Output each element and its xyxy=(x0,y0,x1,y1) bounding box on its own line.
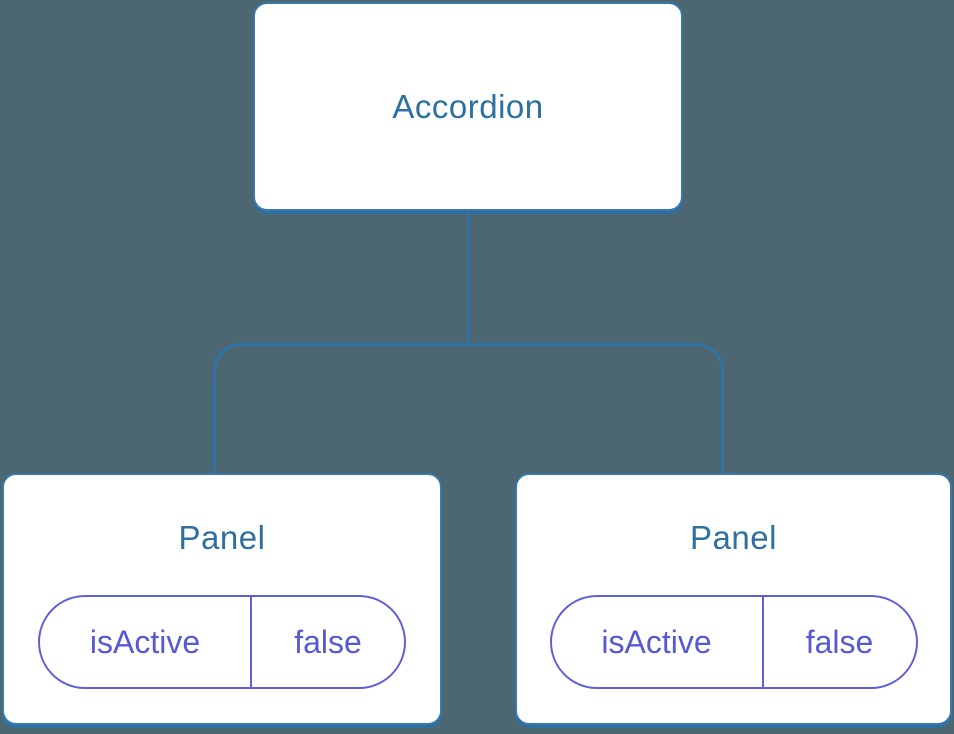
component-label: Accordion xyxy=(392,87,544,125)
tree-connector-bracket xyxy=(213,343,724,473)
state-value: false xyxy=(294,623,362,660)
tree-connector-stem xyxy=(467,212,470,346)
component-label: Panel xyxy=(178,519,266,556)
state-pill: isActive false xyxy=(549,595,918,689)
component-node-panel-left: Panel isActive false xyxy=(2,473,442,725)
component-node-accordion: Accordion xyxy=(253,2,683,211)
state-name: isActive xyxy=(552,597,764,687)
state-name: isActive xyxy=(40,597,252,687)
state-pill: isActive false xyxy=(38,595,406,689)
component-label: Panel xyxy=(690,519,777,556)
state-value: false xyxy=(805,623,874,660)
component-node-panel-right: Panel isActive false xyxy=(515,473,952,725)
